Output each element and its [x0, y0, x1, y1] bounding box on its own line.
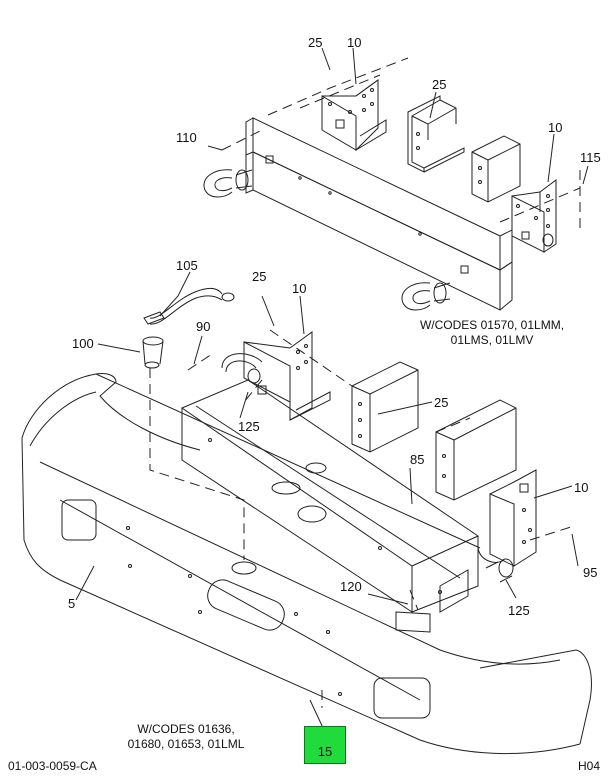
leader-lines-upper	[208, 48, 588, 184]
callout-10-right: 10	[574, 480, 589, 495]
callout-125-left: 125	[238, 419, 260, 434]
codes-note-lower: W/CODES 01636, 01680, 01653, 01LML	[112, 722, 260, 752]
channel-25-lower-left	[352, 362, 418, 452]
codes-note-lower-line2: 01680, 01653, 01LML	[127, 737, 245, 751]
callout-25-top: 25	[308, 35, 323, 50]
callout-95: 95	[583, 565, 598, 580]
tow-hook-upper-left	[204, 170, 252, 197]
leader-lines-lower	[76, 272, 578, 730]
bracket-10-upper-right	[512, 180, 556, 252]
callout-10-mid: 10	[292, 281, 307, 296]
bracket-10-lower-right	[490, 470, 536, 566]
bracket-10-upper-left	[322, 80, 386, 150]
channel-upper-right	[472, 136, 520, 202]
callout-25-right: 25	[434, 395, 449, 410]
callout-120: 120	[340, 579, 362, 594]
cross-member-85	[182, 380, 478, 612]
callout-115: 115	[580, 150, 601, 165]
callout-110: 110	[176, 130, 197, 145]
callout-25-left: 25	[252, 269, 267, 284]
dashed-centerlines-lower	[150, 330, 574, 708]
highlighted-callout-15[interactable]: 15	[304, 726, 346, 764]
frame-rail-upper	[246, 118, 512, 310]
callout-25-mid-top: 25	[432, 77, 447, 92]
callout-85: 85	[410, 452, 425, 467]
callout-100: 100	[72, 336, 94, 351]
pin-100	[143, 337, 163, 368]
callout-5: 5	[68, 596, 76, 611]
cable-105	[144, 288, 234, 324]
spacer-125-right	[478, 548, 513, 582]
callout-90: 90	[196, 319, 211, 334]
callout-10-top: 10	[347, 35, 362, 50]
sheet-id: H04	[578, 759, 601, 773]
callout-125-right: 125	[508, 603, 530, 618]
bumper-5	[22, 373, 591, 753]
drawing-number: 01-003-0059-CA	[8, 759, 97, 773]
channel-lower-right	[436, 400, 516, 500]
bracket-10-mid	[222, 332, 330, 420]
codes-note-lower-line1: W/CODES 01636,	[137, 722, 235, 736]
channel-25-upper	[408, 96, 464, 172]
dashed-centerlines-upper	[222, 58, 580, 230]
tow-hook-upper-right	[402, 283, 450, 310]
callout-105: 105	[176, 258, 198, 273]
codes-note-upper-line1: W/CODES 01570, 01LMM,	[419, 318, 565, 332]
callout-10-right-top: 10	[548, 120, 563, 135]
codes-note-upper-line2: 01LMS, 01LMV	[450, 333, 534, 347]
codes-note-upper: W/CODES 01570, 01LMM, 01LMS, 01LMV	[408, 318, 576, 348]
